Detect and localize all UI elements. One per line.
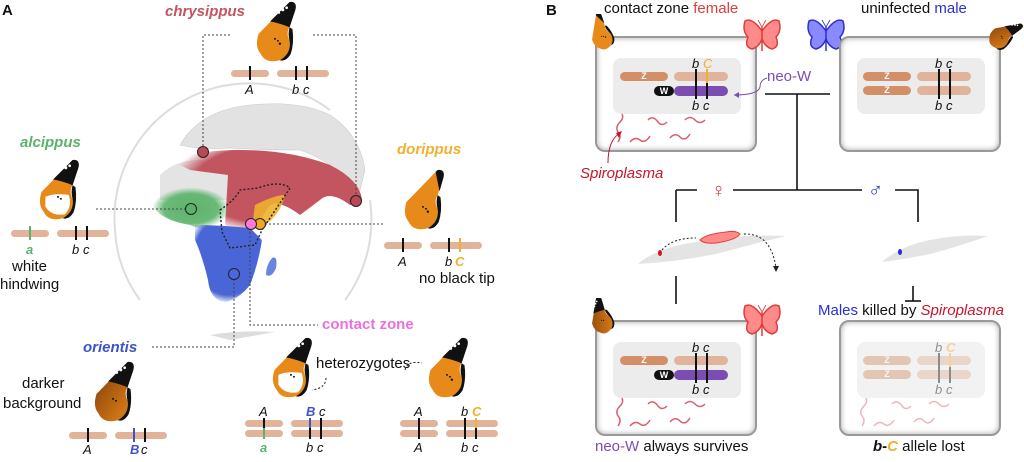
alcippus-dot	[185, 203, 197, 215]
egg-icon	[658, 250, 662, 256]
leader-lines	[95, 34, 385, 348]
heterozygote-1-genotype: A B c a b c	[245, 404, 345, 458]
w-chromosome: W	[654, 86, 674, 96]
lost-z-chromosome-1: Z	[863, 356, 911, 365]
heterozygote-arrows	[311, 361, 423, 391]
allele-lost-caption: b-C allele lost	[873, 438, 965, 455]
male-egg-leaf	[882, 235, 988, 262]
autosome-1	[917, 72, 971, 81]
alcippus-label: alcippus	[20, 134, 81, 151]
males-killed-text: Males killed by Spiroplasma	[818, 302, 1004, 319]
orientis-phenotype-2: background	[3, 395, 82, 412]
orientis-genotype: A B c	[69, 428, 169, 462]
autosome-2	[917, 86, 971, 95]
orientis-phenotype-1: darker	[22, 375, 65, 392]
neo-w-label: neo-W	[767, 68, 812, 85]
male-egg-icon	[898, 249, 902, 255]
male-offspring-karyotype	[857, 342, 985, 398]
offspring-autosome	[674, 356, 728, 365]
neo-w-survives-caption: neo-W always survives	[595, 438, 749, 455]
lost-z-chromosome-2: Z	[863, 370, 911, 379]
female-offspring-symbol: ♀	[711, 180, 726, 202]
lost-autosome-1	[917, 356, 971, 365]
z-chromosome-2: Z	[863, 86, 911, 95]
autosome	[674, 72, 728, 81]
lost-autosome-2	[917, 370, 971, 379]
chrysippus-dot-east	[350, 195, 362, 207]
male-offspring-symbol: ♂	[868, 180, 883, 202]
globe	[113, 82, 373, 340]
alcippus-phenotype-1: white	[12, 258, 48, 275]
panel-b-label: B	[546, 2, 557, 19]
female-egg-caterpillar	[638, 230, 786, 272]
panel-a-diagram	[95, 34, 385, 348]
chrysippus-label: chrysippus	[165, 3, 246, 20]
spiroplasma-female-parent	[616, 113, 706, 143]
female-offspring-wing-icon	[575, 298, 625, 338]
spiroplasma-arrow	[607, 131, 622, 164]
heterozygotes-label: heterozygotes	[316, 355, 411, 372]
orientis-dot	[228, 268, 240, 280]
dorippus-label: dorippus	[397, 141, 462, 158]
neo-w-arrow	[733, 77, 768, 98]
z-chromosome-1: Z	[863, 72, 911, 81]
male-parent-title: uninfected male	[861, 0, 967, 17]
offspring-w-chromosome: W	[654, 370, 674, 380]
chrysippus-genotype: A b c	[231, 66, 331, 100]
spiroplasma-label: Spiroplasma	[580, 165, 664, 182]
female-offspring-butterfly-icon	[742, 302, 782, 338]
male-offspring-box	[839, 320, 1001, 436]
caterpillar-icon	[699, 230, 741, 244]
contact-zone-dot	[245, 218, 257, 230]
dorippus-genotype: A b C	[384, 238, 484, 272]
spiroplasma-female-offspring	[616, 397, 706, 427]
female-parent-title: contact zone female	[604, 0, 739, 17]
panel-a-label: A	[2, 2, 13, 19]
neo-w-chromosome	[674, 86, 728, 96]
offspring-z-chromosome: Z	[620, 356, 668, 365]
z-chromosome: Z	[620, 72, 668, 81]
offspring-neo-w-chromosome	[674, 370, 728, 380]
alcippus-genotype: a b c	[11, 226, 111, 260]
orientis-label: orientis	[83, 339, 138, 356]
alcippus-phenotype-2: hindwing	[0, 276, 60, 293]
spiroplasma-male-offspring	[860, 397, 950, 427]
contact-zone-label: contact zone	[322, 316, 414, 333]
chrysippus-dot	[197, 146, 209, 158]
heterozygote-2-genotype: A b C A b c	[400, 404, 500, 458]
dorippus-phenotype: no black tip	[419, 270, 495, 287]
